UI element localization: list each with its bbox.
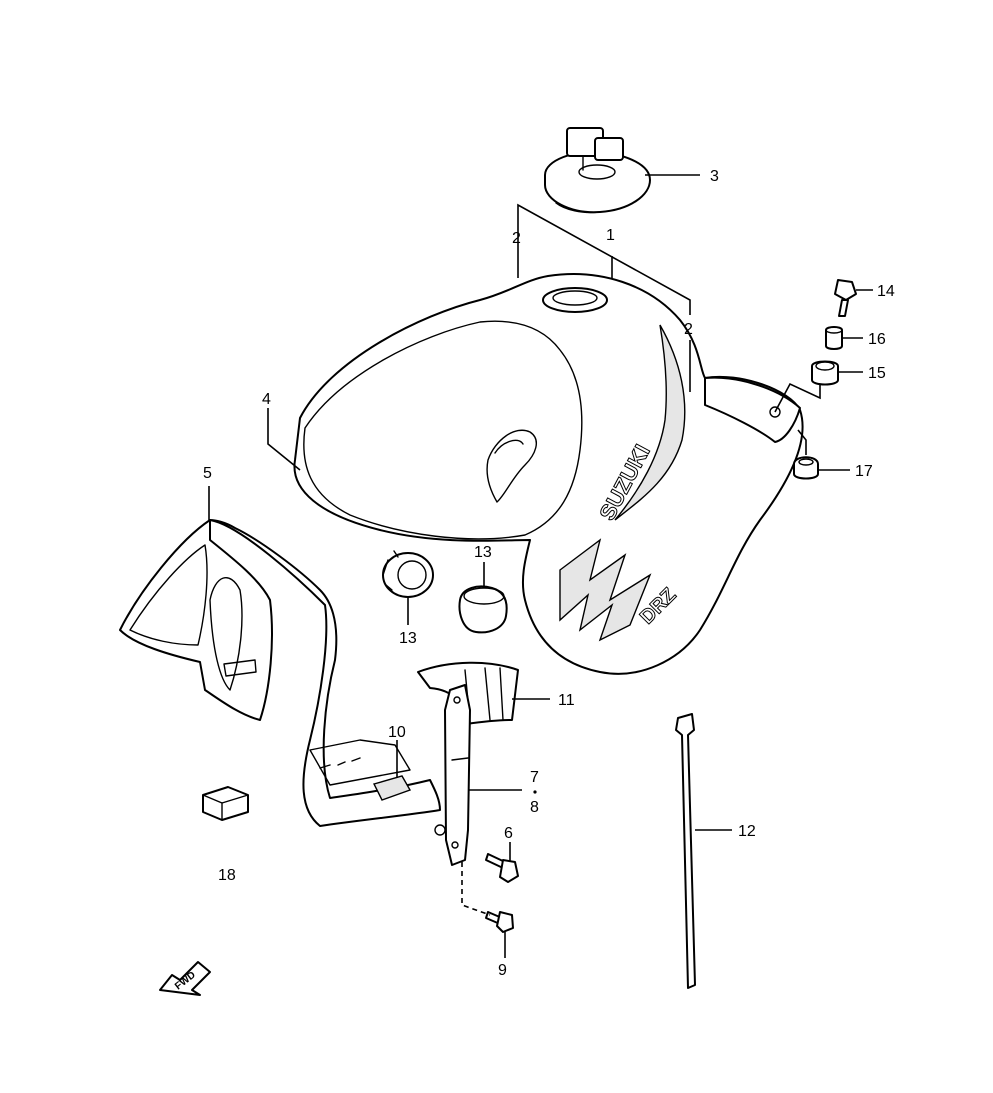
callout-labels: 1 2 2 3 4 5 6 7 8 9 10 11 12 13 13 14 15…	[203, 168, 895, 979]
callout-12: 12	[738, 823, 756, 840]
callout-8: 8	[530, 799, 539, 816]
cushion-13-left	[382, 550, 434, 598]
callout-7: 7	[530, 769, 539, 786]
fuel-cap	[544, 127, 651, 214]
callout-5: 5	[203, 465, 212, 482]
callout-11: 11	[558, 692, 575, 709]
callout-17: 17	[855, 463, 873, 480]
callout-15: 15	[868, 365, 886, 382]
callout-4: 4	[262, 391, 271, 408]
callout-6: 6	[504, 825, 513, 842]
callout-14: 14	[877, 283, 895, 300]
grommet-15	[811, 360, 839, 386]
leader-lines	[208, 174, 873, 958]
callout-2-right: 2	[684, 321, 693, 338]
separator-dot	[533, 790, 537, 794]
bracket-7-8	[434, 684, 471, 866]
callout-10: 10	[388, 724, 406, 741]
cushion-13-right	[458, 585, 508, 634]
tank-shroud	[119, 519, 441, 827]
bolt-6	[485, 853, 519, 883]
rubber-block-18	[202, 786, 249, 821]
forward-direction-arrow: FWD	[159, 961, 211, 996]
callout-1: 1	[606, 227, 615, 244]
fuel-tank: SUZUKI DRZ	[293, 273, 804, 675]
callout-18: 18	[218, 867, 236, 884]
bolt-9	[485, 911, 514, 933]
cushion-pad-10	[372, 775, 412, 801]
callout-13-left: 13	[399, 630, 417, 647]
cushion-17	[793, 456, 819, 480]
callout-16: 16	[868, 331, 886, 348]
callout-13-right: 13	[474, 544, 492, 561]
cable-tie-12	[675, 713, 696, 989]
collar-16	[825, 326, 843, 350]
callout-3: 3	[710, 168, 719, 185]
bolt-14	[834, 279, 857, 317]
callout-9: 9	[498, 962, 507, 979]
callout-2-left: 2	[512, 230, 521, 247]
